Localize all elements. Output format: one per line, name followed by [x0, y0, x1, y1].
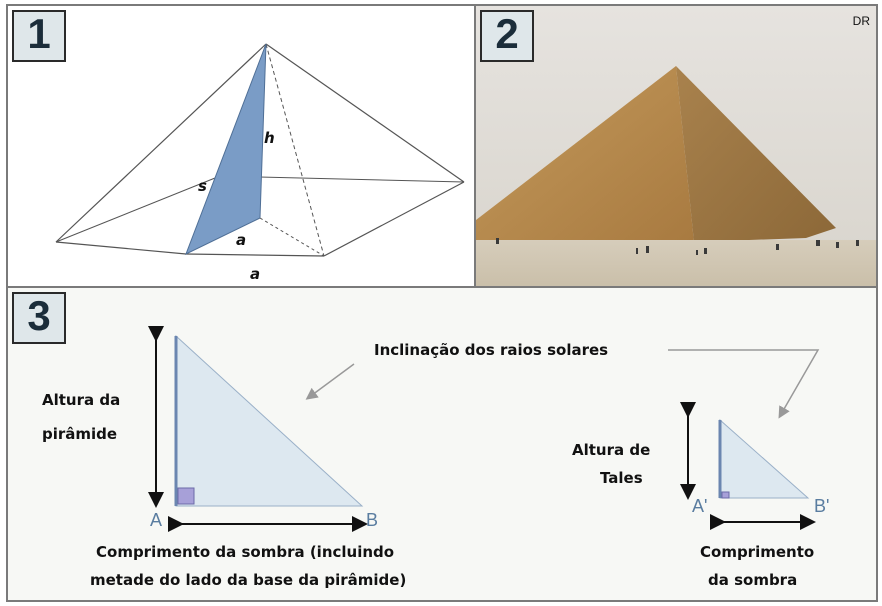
point-B-prime: B': [814, 496, 830, 516]
label-a-inner: a: [236, 231, 247, 249]
panel-pyramid-photo: 2 DR: [476, 4, 878, 288]
pyramid-right-face: [676, 66, 836, 242]
panel-thales-method: 3 Inclinação dos raios solares Altura da…: [6, 288, 878, 602]
pyramid-photo: [476, 6, 876, 286]
panel-number-1: 1: [12, 10, 66, 62]
shadow-pyramid-line2: metade do lado da base da pirâmide): [90, 571, 407, 589]
thales-diagram: [148, 326, 820, 532]
pyramid-diagram: [55, 43, 465, 257]
label-h: h: [264, 129, 275, 147]
panel-number-3: 3: [12, 292, 66, 344]
height-tales-line2: Tales: [600, 469, 643, 487]
ray-pointer-right: [668, 349, 820, 419]
ray-pointer-left: [305, 363, 355, 400]
label-s: s: [198, 177, 207, 195]
photo-credit: DR: [852, 14, 870, 28]
height-tales-line1: Altura de: [572, 441, 651, 459]
pyramid-triangle: [175, 334, 364, 507]
panel-pyramid-geometry: 1 h s a a: [6, 4, 476, 288]
ground: [476, 240, 876, 286]
label-a-base: a: [250, 265, 261, 283]
height-pyramid-line2: pirâmide: [42, 425, 118, 443]
point-A-prime: A': [692, 496, 708, 516]
shaded-right-triangle: [185, 43, 267, 256]
shadow-tales-line2: da sombra: [708, 571, 798, 589]
pyramid-left-face: [476, 66, 694, 242]
panel-number-2: 2: [480, 10, 534, 62]
shadow-pyramid-line1: Comprimento da sombra (incluindo: [96, 543, 395, 561]
point-A: A: [150, 510, 163, 530]
height-pyramid-line1: Altura da: [42, 391, 121, 409]
point-B: B: [366, 510, 379, 530]
rays-label: Inclinação dos raios solares: [374, 341, 609, 359]
shadow-tales-line1: Comprimento: [700, 543, 815, 561]
right-angle-marker: [177, 487, 195, 505]
tales-triangle: [719, 418, 810, 499]
